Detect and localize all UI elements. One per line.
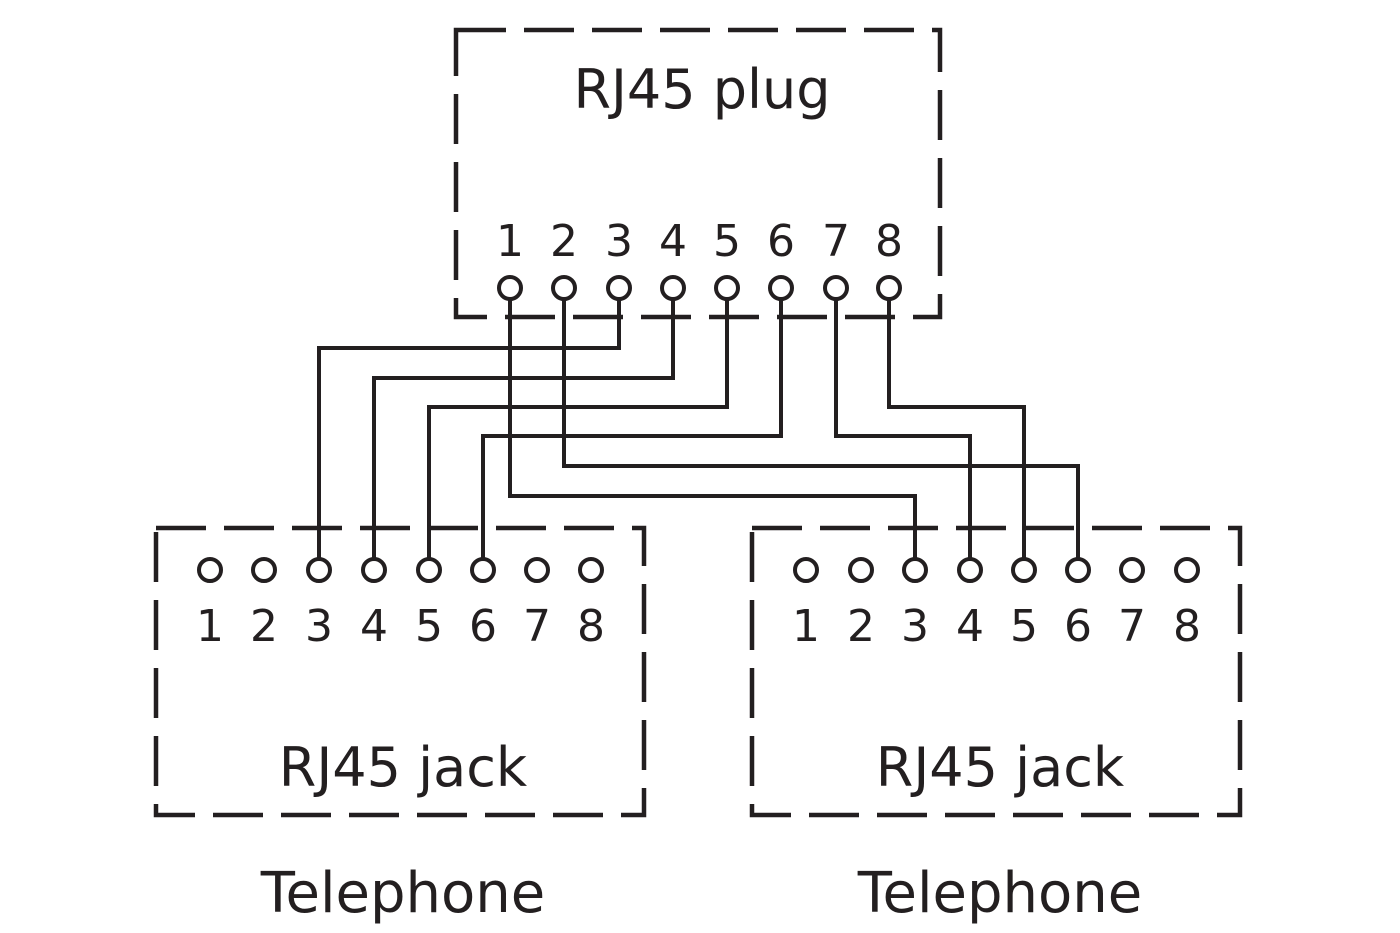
plug-pin-8-number: 8: [875, 216, 903, 267]
jack1-pin-2-number: 2: [847, 601, 875, 652]
plug-pin-4-number: 4: [659, 216, 687, 267]
jack0-pin-5-number: 5: [415, 601, 443, 652]
jack1-pin-1-terminal: [793, 557, 819, 583]
wire-plug3-to-jack0-pin3: [317, 299, 621, 559]
jack0-pin-5-terminal: [416, 557, 442, 583]
jack1-pin-3-terminal: [902, 557, 928, 583]
jack-left-label: RJ45 jack: [279, 736, 528, 799]
jack1-pin-4-number: 4: [956, 601, 984, 652]
jack1-pin-3-number: 3: [901, 601, 929, 652]
jack-left-caption: Telephone: [260, 861, 545, 926]
plug-pin-6-terminal: [768, 275, 794, 301]
jack0-pin-8-terminal: [578, 557, 604, 583]
wire-plug1-to-jack1-pin3: [508, 299, 917, 559]
jack1-pin-6-terminal: [1065, 557, 1091, 583]
jack0-pin-4-terminal: [361, 557, 387, 583]
jack0-pin-2-terminal: [251, 557, 277, 583]
jack0-pin-6-number: 6: [469, 601, 497, 652]
jack1-pin-6-number: 6: [1064, 601, 1092, 652]
wire-plug2-to-jack1-pin6: [562, 299, 1080, 559]
wire-plug7-to-jack1-pin4: [834, 299, 972, 559]
wires-layer: [317, 299, 1080, 559]
jack0-pin-6-terminal: [470, 557, 496, 583]
jack1-pin-1-number: 1: [792, 601, 820, 652]
jack0-pin-7-number: 7: [523, 601, 551, 652]
jack0-pin-4-number: 4: [360, 601, 388, 652]
jack0-pin-2-number: 2: [250, 601, 278, 652]
plug-pin-1-number: 1: [496, 216, 524, 267]
jack1-pin-7-terminal: [1119, 557, 1145, 583]
jack1-pin-4-terminal: [957, 557, 983, 583]
plug-dashed-box: [453, 27, 943, 320]
plug-pin-8-terminal: [876, 275, 902, 301]
jack1-pin-8-terminal: [1174, 557, 1200, 583]
jack-left-dashed-box: [153, 525, 647, 818]
plug-pin-7-terminal: [823, 275, 849, 301]
plug-pin-2-number: 2: [550, 216, 578, 267]
plug-pin-3-terminal: [606, 275, 632, 301]
plug-label: RJ45 plug: [573, 58, 830, 121]
plug-pin-5-terminal: [714, 275, 740, 301]
jack0-pin-7-terminal: [524, 557, 550, 583]
jack1-pin-5-terminal: [1011, 557, 1037, 583]
jack0-pin-8-number: 8: [577, 601, 605, 652]
plug-pin-4-terminal: [660, 275, 686, 301]
jack0-pin-1-terminal: [197, 557, 223, 583]
plug-pin-6-number: 6: [767, 216, 795, 267]
jack0-pin-3-number: 3: [305, 601, 333, 652]
jack0-pin-3-terminal: [306, 557, 332, 583]
wire-plug6-to-jack0-pin6: [481, 299, 783, 559]
jack1-pin-8-number: 8: [1173, 601, 1201, 652]
jack-right-label: RJ45 jack: [876, 736, 1125, 799]
jack1-pin-5-number: 5: [1010, 601, 1038, 652]
plug-pin-5-number: 5: [713, 216, 741, 267]
jack-right-caption: Telephone: [857, 861, 1142, 926]
wire-plug5-to-jack0-pin5: [427, 299, 729, 559]
wire-plug8-to-jack1-pin5: [887, 299, 1026, 559]
jack-right-dashed-box: [749, 525, 1243, 818]
plug-pin-7-number: 7: [822, 216, 850, 267]
plug-pin-1-terminal: [497, 275, 523, 301]
jack1-pin-7-number: 7: [1118, 601, 1146, 652]
jack0-pin-1-number: 1: [196, 601, 224, 652]
jack1-pin-2-terminal: [848, 557, 874, 583]
wire-plug4-to-jack0-pin4: [372, 299, 675, 559]
plug-pin-3-number: 3: [605, 216, 633, 267]
plug-pin-2-terminal: [551, 275, 577, 301]
